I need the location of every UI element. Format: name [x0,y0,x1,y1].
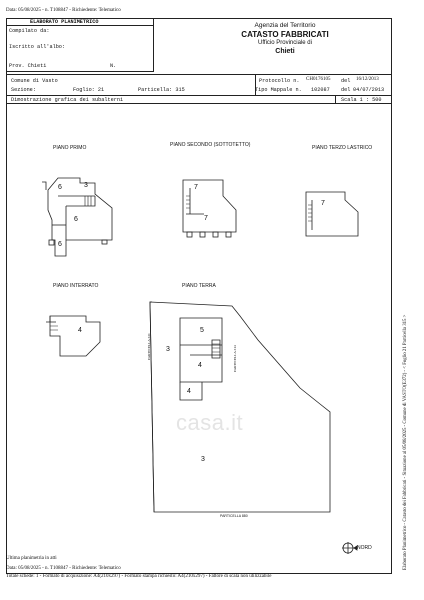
sub-interrato-1: 4 [78,327,82,334]
comune-label: Comune di Vasto [11,78,58,84]
sub-terra-4: 4 [187,388,191,395]
title-piano-interrato: PIANO INTERRATO [53,283,99,289]
protocollo-date: 16/12/2013 [356,77,379,82]
tipo-date: 04/07/2013 [353,87,385,93]
sub-primo-1: 6 [58,184,62,191]
sub-terra-2: 3 [166,346,170,353]
footer-date-line: Data: 05/08/2025 - n. T108847 - Richiede… [6,566,121,571]
plan-piano-secondo [182,179,237,238]
watermark: casa.it [176,410,244,435]
sub-terra-1: 5 [200,327,204,334]
top-date-line: Data: 05/08/2025 - n. T108847 - Richiede… [6,8,121,13]
title-piano-secondo: PIANO SECONDO (SOTTOTETTO) [170,142,251,148]
plan-piano-primo [42,177,113,257]
title-piano-terra: PIANO TERRA [182,283,216,289]
footer-ultima: Ultima planimetria in atti [6,556,57,561]
agency-line3: Ufficio Provinciale di [258,40,312,46]
prov-label: Prov. Chieti [9,63,47,69]
agency-line2: CATASTO FABBRICATI [241,30,329,39]
plan-piano-terzo [305,191,359,237]
sub-secondo-2: 7 [204,215,208,222]
street-right: PARTICELLA 314 [233,345,237,372]
foglio-label: Foglio: 21 [73,87,105,93]
sub-terzo-1: 7 [321,200,325,207]
protocollo-label: Protocollo n. [259,78,300,84]
title-piano-terzo: PIANO TERZO LASTRICO [312,145,373,151]
plan-piano-terra [149,301,331,513]
plan-piano-interrato [46,315,101,357]
north-label: NORD [357,545,372,551]
sezione-label: Sezione: [11,87,36,93]
sub-secondo-1: 7 [194,184,198,191]
sub-primo-4: 6 [58,241,62,248]
tipo-value: 102087 [311,87,330,93]
protocollo-value: CH0176105 [306,77,331,82]
sub-terra-3: 4 [198,362,202,369]
tipo-del: del [341,87,351,93]
sub-primo-3: 6 [74,216,78,223]
side-note: Elaborato Planimetrico - Catasto dei Fab… [403,314,408,570]
street-bottom: PARTICELLA 880 [220,514,248,518]
agency-line1: Agenzia del Territorio [254,22,316,29]
elaborato-box [6,18,154,72]
sub-terra-5: 3 [201,456,205,463]
footer-schede-line: Totale schede: 1 - Formato di acquisizio… [6,574,272,579]
title-piano-primo: PIANO PRIMO [53,145,87,151]
scala-label: Scala 1 : 500 [341,97,382,103]
protocollo-del: del [341,78,351,84]
iscritto-label: Iscritto all'albo: [9,44,66,50]
street-left: PARTICELLA 331 [147,333,151,360]
north-arrow-icon [342,542,358,554]
document-frame [6,18,392,574]
particella-label: Particella: 315 [138,87,185,93]
tipo-label: Tipo Mappale n. [255,87,302,93]
elaborato-title: ELABORATO PLANIMETRICO [30,19,99,25]
sub-primo-2: 3 [84,182,88,189]
agency-line4: Chieti [275,48,295,55]
dimostrazione-label: Dimostrazione grafica dei subalterni [11,97,124,103]
compilato-label: Compilato da: [9,28,50,34]
n-label: N. [110,63,117,69]
